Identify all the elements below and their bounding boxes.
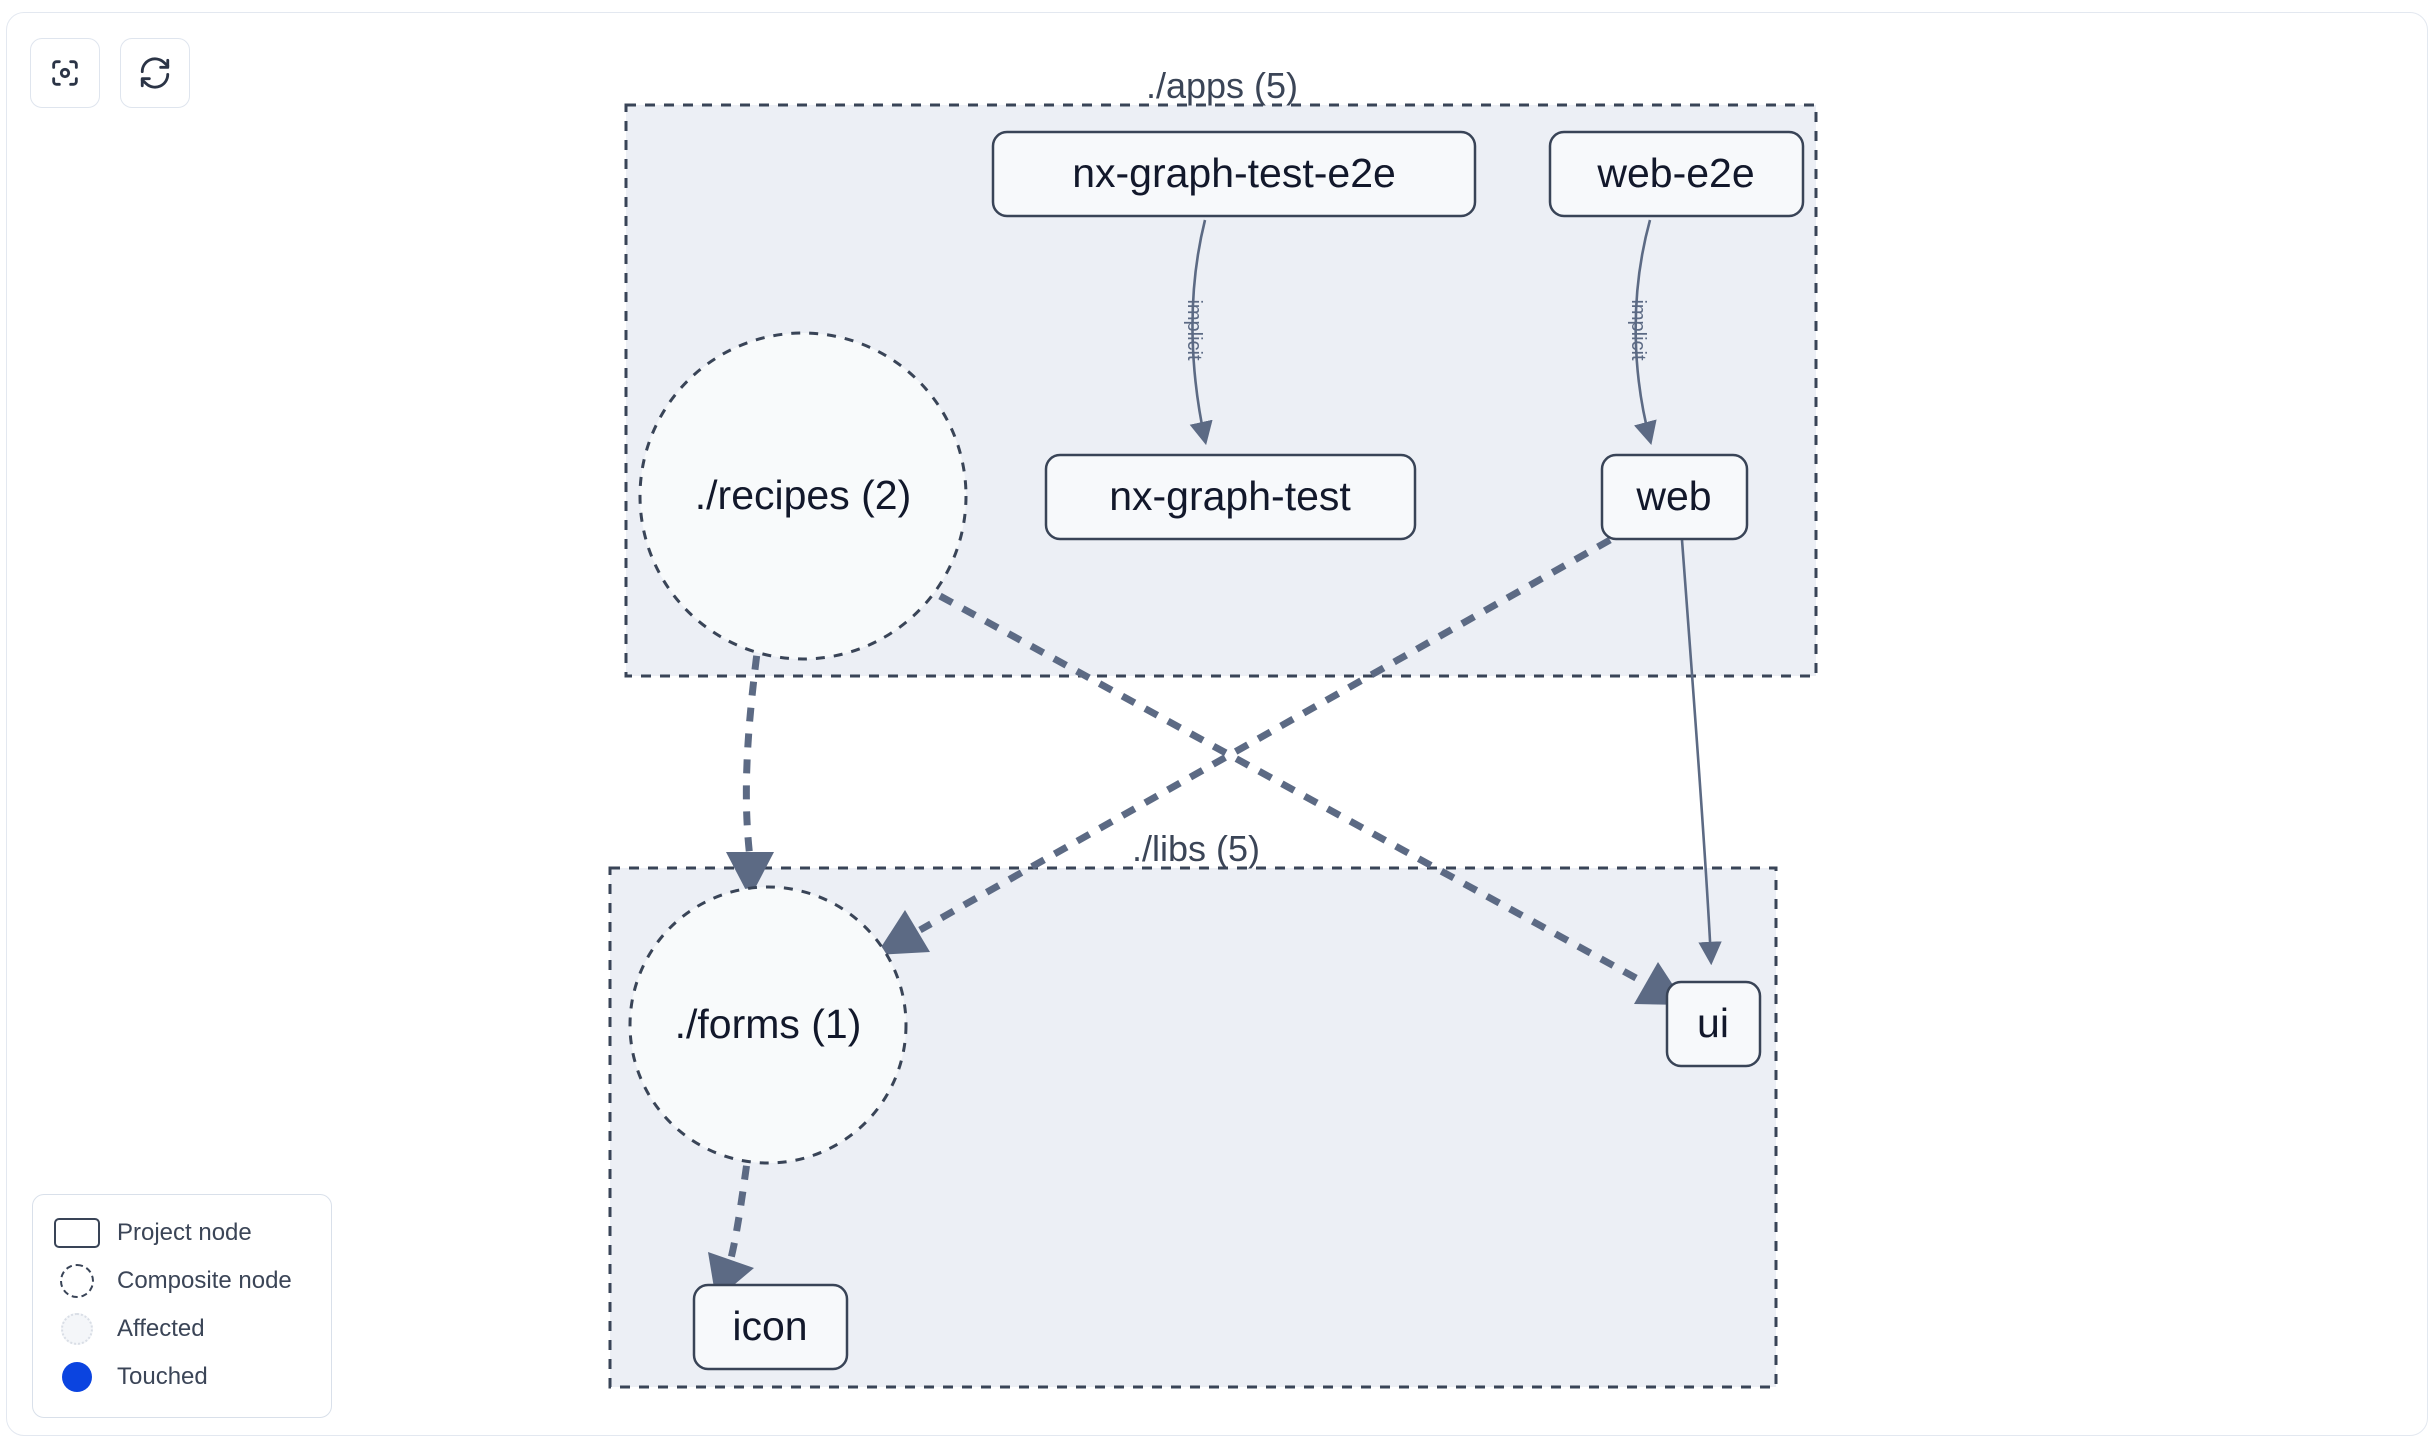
legend-item-composite-node: Composite node [51, 1257, 313, 1305]
edge-web-to-forms-path [918, 536, 1612, 934]
legend-label-composite-node: Composite node [117, 1267, 292, 1294]
edge-web-to-ui-path [1680, 539, 1722, 966]
node-icon[interactable]: icon [692, 1283, 849, 1371]
project-node-swatch-icon [51, 1218, 103, 1248]
node-nx-graph-test-label: nx-graph-test [1109, 473, 1351, 519]
node-web-e2e[interactable]: web-e2e [1548, 130, 1805, 218]
node-nx-graph-test-e2e-shape [991, 130, 1477, 218]
edge-recipes-to-forms[interactable] [726, 629, 774, 898]
node-recipes-label: ./recipes (2) [695, 472, 911, 518]
node-nx-graph-test-shape [1044, 453, 1417, 541]
legend-item-project-node: Project node [51, 1209, 313, 1257]
node-icon-shape [692, 1283, 849, 1371]
node-forms-label: ./forms (1) [675, 1001, 862, 1047]
edge-web-e2e-to-web[interactable]: implicit [1627, 219, 1657, 446]
refresh-graph-button[interactable] [120, 38, 190, 108]
affected-swatch-icon [51, 1313, 103, 1345]
edge-web-to-ui[interactable] [1680, 539, 1722, 966]
touched-swatch-icon [51, 1362, 103, 1392]
edge-recipes-to-ui-path [938, 592, 1647, 987]
legend-item-touched: Touched [51, 1353, 313, 1401]
node-ui-shape [1665, 980, 1762, 1068]
edge-web-to-forms[interactable] [876, 536, 1612, 955]
edge-nx-graph-test-e2e-to-nx-graph-test-path [1189, 219, 1213, 446]
node-nx-graph-test-e2e-label: nx-graph-test-e2e [1072, 150, 1396, 196]
edge-label-implicit-2: implicit [1627, 299, 1649, 361]
legend-label-touched: Touched [117, 1363, 208, 1390]
composite-node-swatch-icon [51, 1264, 103, 1298]
node-forms-shape [628, 885, 908, 1165]
node-web-e2e-label: web-e2e [1596, 150, 1754, 196]
edge-recipes-to-forms-path [742, 629, 764, 859]
group-libs-label: ./libs (5) [1132, 828, 1260, 869]
node-web-shape [1600, 453, 1749, 541]
focus-graph-button[interactable] [30, 38, 100, 108]
node-web-e2e-shape [1548, 130, 1805, 218]
node-nx-graph-test[interactable]: nx-graph-test [1044, 453, 1417, 541]
node-web-label: web [1635, 473, 1711, 519]
graph-toolbar [30, 38, 190, 108]
focus-target-icon [48, 56, 82, 90]
edge-recipes-to-forms-arrowhead [726, 852, 774, 898]
node-recipes[interactable]: ./recipes (2) [638, 331, 968, 661]
graph-legend: Project node Composite node Affected Tou… [32, 1194, 332, 1418]
edge-nx-graph-test-e2e-to-nx-graph-test[interactable]: implicit [1183, 219, 1213, 446]
legend-label-affected: Affected [117, 1315, 205, 1342]
edge-web-e2e-to-web-path [1634, 219, 1657, 446]
node-ui[interactable]: ui [1665, 980, 1762, 1068]
node-recipes-shape [638, 331, 968, 661]
group-apps-label: ./apps (5) [1146, 65, 1298, 106]
node-icon-label: icon [732, 1303, 807, 1349]
legend-label-project-node: Project node [117, 1219, 252, 1246]
edge-web-to-forms-arrowhead [876, 910, 930, 955]
node-forms[interactable]: ./forms (1) [628, 885, 908, 1165]
node-nx-graph-test-e2e[interactable]: nx-graph-test-e2e [991, 130, 1477, 218]
edge-forms-to-icon-path [726, 1139, 754, 1263]
refresh-icon [138, 56, 172, 90]
edge-label-implicit-1: implicit [1183, 299, 1205, 361]
node-web[interactable]: web [1600, 453, 1749, 541]
node-ui-label: ui [1697, 1000, 1729, 1046]
legend-item-affected: Affected [51, 1305, 313, 1353]
